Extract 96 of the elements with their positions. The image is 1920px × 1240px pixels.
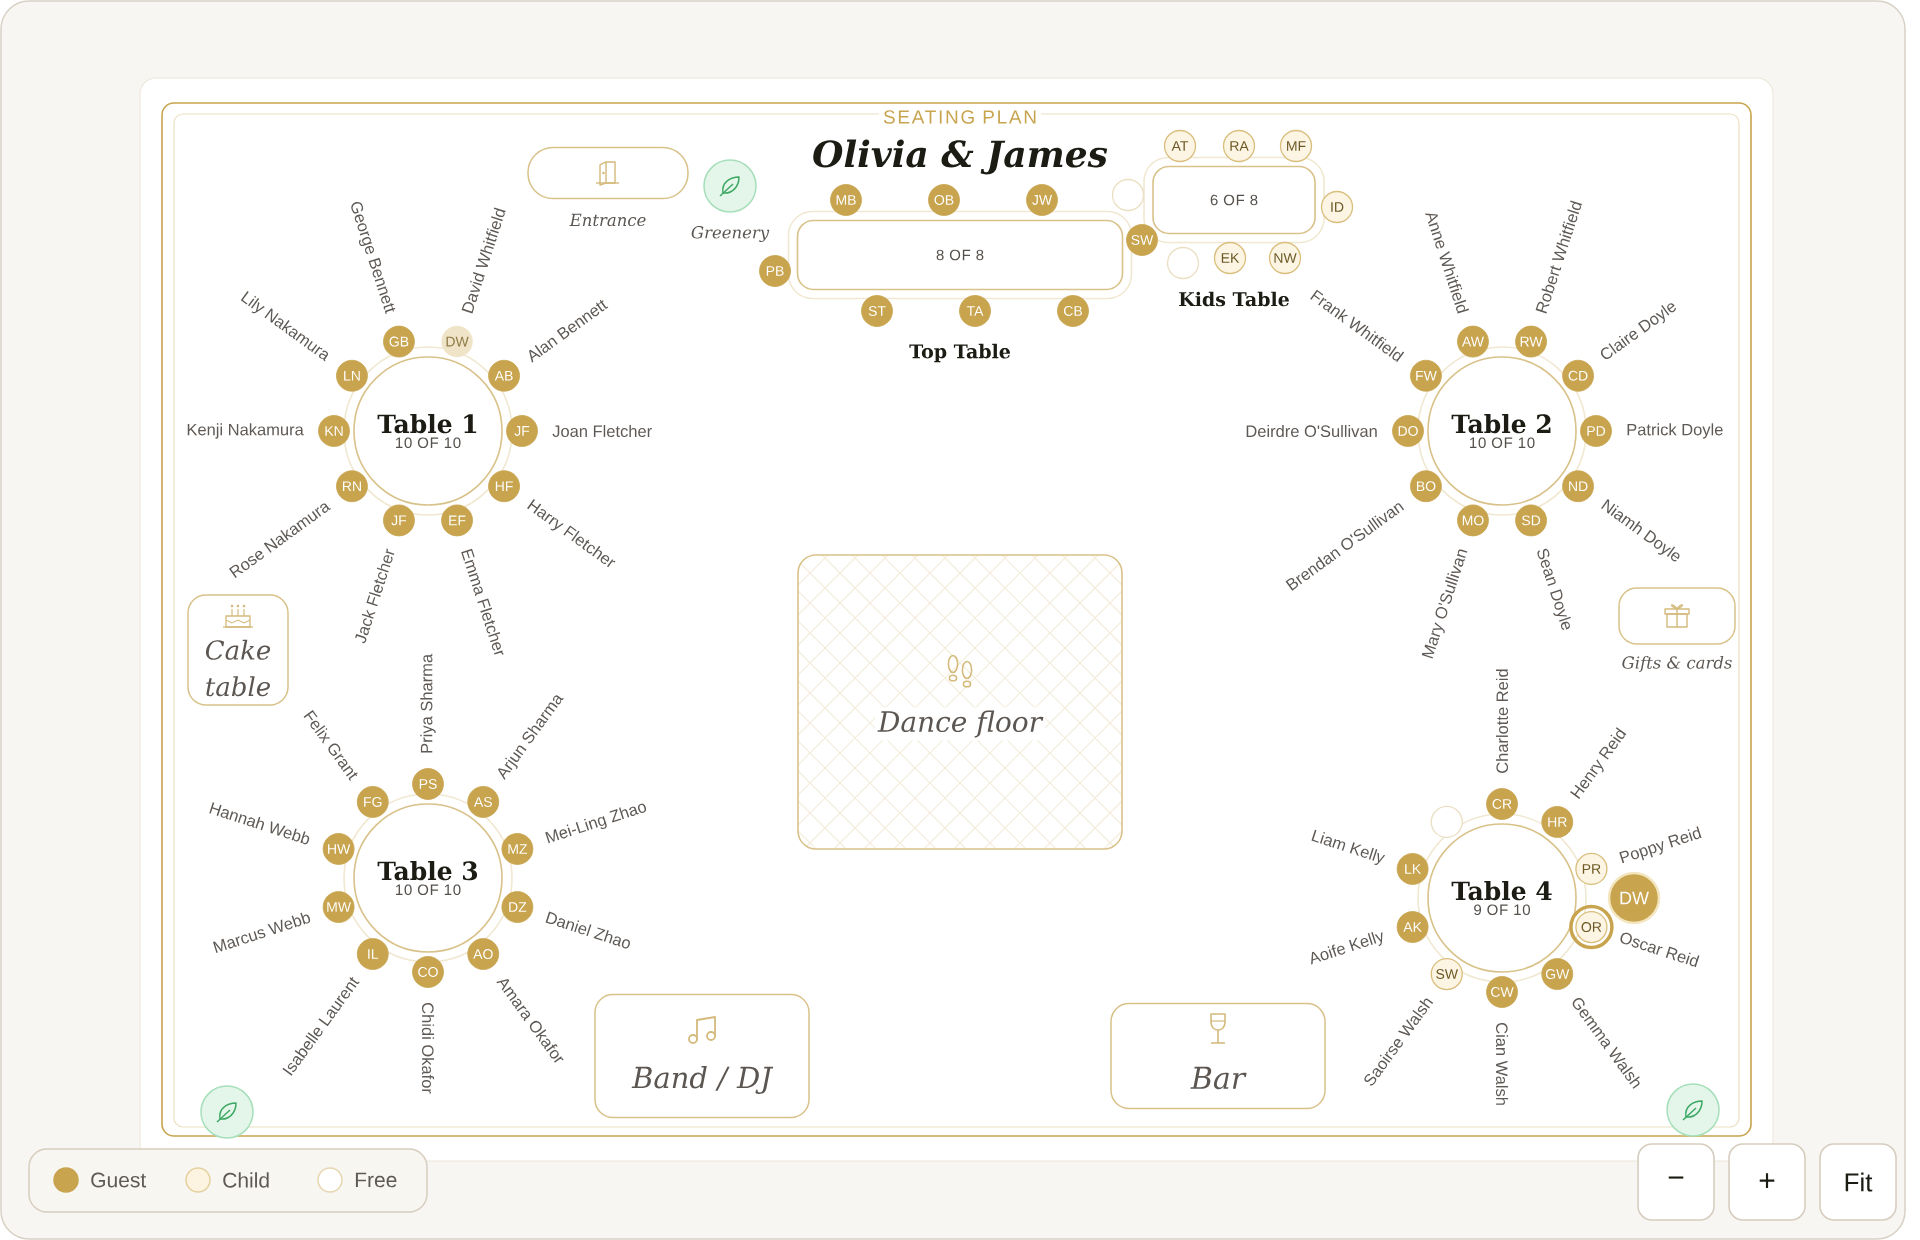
guest-seat: AS	[467, 786, 500, 818]
empty-seat	[1430, 805, 1463, 839]
guest-seat: TA	[959, 295, 991, 327]
guest-seat: SW	[1126, 224, 1158, 256]
guest-name: Priya Sharma	[420, 653, 436, 753]
guest-seat: RN	[336, 470, 368, 503]
guest-name: Jack Fletcher	[355, 548, 395, 644]
guest-seat: MO	[1457, 504, 1489, 537]
child-seat: RA	[1222, 129, 1256, 163]
subtitle: SEATING PLAN	[879, 106, 1041, 128]
guest-seat: EF	[441, 504, 473, 537]
guest-seat: AW	[1457, 325, 1489, 358]
guest-seat: AO	[467, 938, 500, 970]
child-seat: EK	[1213, 241, 1247, 275]
guest-name: Daniel Zhao	[545, 911, 630, 949]
guest-seat: LK	[1396, 853, 1429, 885]
guest-name: George Bennett	[351, 201, 396, 314]
child-seat: ID	[1320, 190, 1354, 224]
guest-name: Hannah Webb	[209, 802, 310, 845]
guest-seat: MZ	[501, 833, 534, 865]
guest-name: Emma Fletcher	[461, 548, 504, 655]
guest-seat: JW	[1026, 184, 1058, 216]
child-seat: AT	[1163, 129, 1197, 163]
guest-seat: HW	[322, 833, 355, 865]
guest-name: Chidi Okafor	[421, 1003, 435, 1094]
guest-seat: CW	[1486, 976, 1518, 1008]
child-seat: SW	[1430, 957, 1463, 991]
guest-name: Marcus Webb	[212, 912, 311, 953]
guest-seat: PD	[1580, 415, 1612, 447]
table-name: Kids Table	[1179, 291, 1289, 307]
guest-name: Patrick Doyle	[1627, 423, 1723, 439]
zoom-in-button: +	[1728, 1143, 1806, 1221]
legend-label: Child	[223, 1172, 269, 1188]
dance-floor: Dance floor	[797, 554, 1123, 850]
guest-seat: MB	[830, 184, 862, 216]
guest-seat: DO	[1392, 415, 1424, 447]
guest-seat: PB	[759, 255, 791, 287]
guest-seat: HF	[488, 470, 520, 503]
child-seat: MF	[1279, 129, 1313, 163]
guest-name: Oscar Reid	[1620, 932, 1700, 968]
guest-seat: MW	[322, 891, 355, 923]
guest-name: Charlotte Reid	[1495, 669, 1509, 773]
faded-seat: DW	[441, 325, 473, 358]
guest-seat: CB	[1057, 295, 1089, 327]
leaf-icon	[200, 1085, 254, 1139]
empty-seat	[1166, 246, 1200, 280]
guest-seat: DZ	[501, 891, 534, 923]
guest-seat: PS	[412, 768, 444, 800]
guest-seat: KN	[318, 415, 350, 447]
guest-seat: LN	[336, 359, 368, 392]
guest-seat: JF	[383, 504, 415, 537]
guest-seat: RW	[1515, 325, 1547, 358]
title: Olivia & James	[813, 139, 1108, 175]
area-label: Gifts & cards	[1622, 656, 1732, 672]
guest-seat: SD	[1515, 504, 1547, 537]
guest-seat: AK	[1396, 911, 1429, 943]
area-label: Entrance	[569, 213, 646, 227]
legend-label: Free	[355, 1172, 397, 1188]
child-seat: NW	[1268, 241, 1302, 275]
guest-name: Mei-Ling Zhao	[545, 803, 647, 844]
guest-seat: HR	[1541, 806, 1574, 838]
guest-name: Liam Kelly	[1311, 829, 1386, 865]
guest-seat: JF	[506, 415, 538, 447]
leaf-icon	[1666, 1083, 1720, 1137]
guest-name: Kenji Nakamura	[187, 423, 304, 439]
guest-seat: IL	[356, 938, 389, 970]
guest-seat: FG	[356, 786, 389, 818]
guest-name: Sean Doyle	[1537, 548, 1571, 630]
guest-name: Deirdre O'Sullivan	[1246, 424, 1377, 438]
guest-name: Joan Fletcher	[552, 424, 652, 438]
bar-counter: Bar	[1110, 1002, 1326, 1110]
guest-name: Aoife Kelly	[1311, 931, 1383, 965]
table-name: Top Table	[909, 343, 1010, 363]
guest-seat: CO	[412, 956, 444, 988]
dragged-seat: DW	[1607, 871, 1661, 925]
guest-seat: AB	[488, 359, 520, 392]
guest-seat: CR	[1486, 788, 1518, 820]
guest-seat: CD	[1562, 359, 1594, 392]
guest-seat: FW	[1410, 359, 1442, 392]
child-seat: PR	[1575, 852, 1608, 886]
guest-name: Poppy Reid	[1619, 826, 1702, 864]
guest-seat: GW	[1541, 958, 1574, 990]
empty-seat	[1111, 178, 1145, 212]
stage-area: Band / DJ	[594, 993, 810, 1119]
zoom-out-button: −	[1637, 1143, 1715, 1221]
guest-seat: ST	[861, 295, 893, 327]
guest-seat: BO	[1410, 470, 1442, 503]
guest-seat: ND	[1562, 470, 1594, 503]
legend-label: Guest	[91, 1172, 147, 1188]
area-label: Greenery	[691, 226, 770, 242]
cake-table: Cake table	[187, 594, 289, 706]
guest-seat: OB	[928, 184, 960, 216]
guest-name: Cian Walsh	[1495, 1023, 1509, 1105]
guest-seat: GB	[383, 325, 415, 358]
fit-button: Fit	[1819, 1143, 1897, 1221]
highlighted-seat: OR	[1569, 904, 1614, 950]
